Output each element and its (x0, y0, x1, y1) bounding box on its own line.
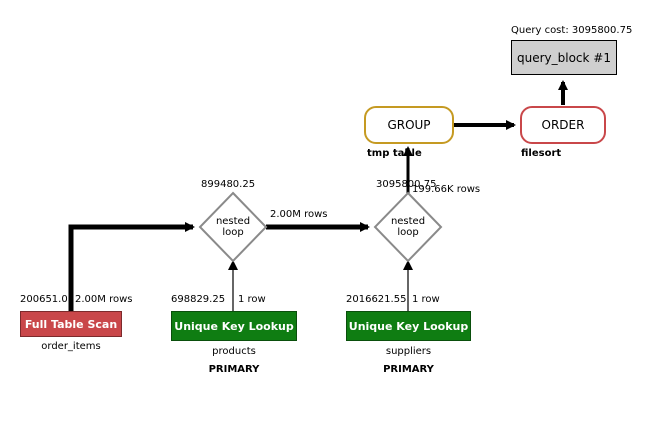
order-note: filesort (521, 148, 562, 159)
products-lookup-table: products (212, 346, 256, 357)
nested-loop-1-line2: loop (222, 227, 244, 238)
suppliers-lookup-key: PRIMARY (383, 364, 434, 375)
suppliers-lookup-cost: 2016621.55 (346, 294, 407, 305)
nested-loop-2-line1: nested (390, 216, 426, 227)
nested-loop-1-cost: 899480.25 (201, 179, 256, 190)
edge-loop2-to-group-label: 199.66K rows (412, 184, 481, 195)
query-cost-label: Query cost: 3095800.75 (511, 25, 633, 36)
nested-loop-2-line2: loop (397, 227, 419, 238)
nested-loop-2-diamond[interactable] (373, 191, 443, 263)
edge-loop1-to-loop2-label: 2.00M rows (270, 209, 328, 220)
products-lookup-rows: 1 row (238, 294, 266, 305)
table-scan-rows: 2.00M rows (75, 294, 133, 305)
nested-loop-1-label: nested loop (213, 216, 253, 238)
order-node[interactable]: ORDER (520, 106, 606, 144)
query-block-node[interactable]: query_block #1 (511, 40, 617, 75)
suppliers-lookup-node[interactable]: Unique Key Lookup (346, 311, 471, 341)
suppliers-lookup-rows: 1 row (412, 294, 440, 305)
table-scan-table: order_items (41, 341, 101, 352)
products-lookup-node[interactable]: Unique Key Lookup (171, 311, 297, 341)
products-lookup-key: PRIMARY (208, 364, 260, 375)
suppliers-lookup-table: suppliers (385, 346, 432, 357)
table-scan-cost: 200651.0 (20, 294, 68, 305)
products-lookup-cost: 698829.25 (171, 294, 226, 305)
group-node[interactable]: GROUP (364, 106, 454, 144)
nested-loop-2-label: nested loop (388, 216, 428, 238)
full-table-scan-node[interactable]: Full Table Scan (20, 311, 122, 337)
edge-scan-to-loop1 (68, 222, 195, 311)
nested-loop-1-diamond[interactable] (198, 191, 268, 263)
nested-loop-1-line1: nested (215, 216, 251, 227)
nested-loop-2-cost: 3095800.75 (376, 179, 437, 190)
group-note: tmp table (367, 148, 422, 159)
